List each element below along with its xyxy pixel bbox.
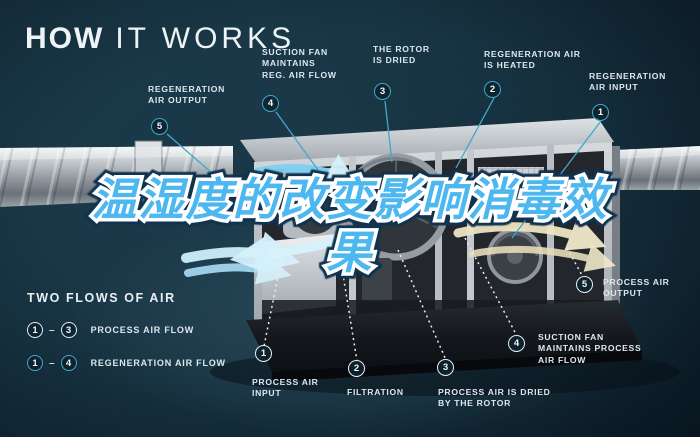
callout-label-suction-process: SUCTION FAN MAINTAINS PROCESS AIR FLOW bbox=[538, 332, 642, 365]
callout-circle-process-dried: 3 bbox=[437, 359, 454, 376]
callout-label-reg-output: REGENERATION AIR OUTPUT bbox=[148, 84, 225, 106]
callout-circle-process-input: 1 bbox=[255, 345, 272, 362]
machine-body bbox=[240, 118, 620, 330]
legend-regeneration-from: 1 bbox=[27, 355, 43, 371]
callout-circle-reg-heated: 2 bbox=[484, 81, 501, 98]
callout-label-process-dried: PROCESS AIR IS DRIED BY THE ROTOR bbox=[438, 387, 551, 409]
callout-circle-reg-input: 1 bbox=[592, 104, 609, 121]
legend-process-to: 3 bbox=[60, 322, 77, 338]
callout-label-filtration: FILTRATION bbox=[347, 387, 404, 397]
legend-dash: – bbox=[49, 324, 55, 336]
callout-label-process-output: PROCESS AIR OUTPUT bbox=[603, 277, 670, 299]
callout-label-rotor-dried: THE ROTOR IS DRIED bbox=[373, 44, 430, 66]
callout-circle-reg-output: 5 bbox=[151, 118, 168, 135]
legend-row-regeneration: 1 – 4 REGENERATION AIR FLOW bbox=[27, 355, 226, 371]
legend-heading: TWO FLOWS OF AIR bbox=[27, 291, 176, 305]
leader-lines-regeneration bbox=[166, 97, 602, 239]
legend-row-process: 1 – 3 PROCESS AIR FLOW bbox=[27, 322, 194, 338]
callout-circle-process-output: 5 bbox=[576, 276, 593, 293]
left-duct bbox=[0, 140, 233, 210]
callout-circle-rotor-dried: 3 bbox=[374, 83, 391, 100]
leader-lines-process bbox=[263, 237, 584, 362]
callout-circle-suction-process: 4 bbox=[508, 335, 525, 352]
callout-circle-filtration: 2 bbox=[348, 360, 365, 377]
legend-process-label: PROCESS AIR FLOW bbox=[90, 325, 195, 335]
title-light: IT WORKS bbox=[115, 22, 296, 55]
title-bold: HOW bbox=[25, 22, 105, 55]
legend-process-from: 1 bbox=[27, 322, 43, 338]
callout-label-reg-heated: REGENERATION AIR IS HEATED bbox=[484, 49, 581, 71]
base-plinth bbox=[246, 300, 642, 382]
legend-dash-2: – bbox=[49, 357, 55, 369]
airflow-arrows bbox=[181, 154, 616, 285]
callout-circle-suction-reg: 4 bbox=[262, 95, 279, 112]
callout-label-suction-reg: SUCTION FAN MAINTAINS REG. AIR FLOW bbox=[262, 47, 337, 80]
legend-regeneration-label: REGENERATION AIR FLOW bbox=[90, 358, 226, 368]
motor bbox=[362, 258, 392, 302]
callout-label-process-input: PROCESS AIR INPUT bbox=[252, 377, 319, 399]
process-fan bbox=[487, 228, 543, 284]
legend-regeneration-to: 4 bbox=[60, 355, 77, 371]
page-title: HOW IT WORKS bbox=[25, 22, 295, 56]
heater bbox=[474, 167, 548, 214]
callout-label-reg-input: REGENERATION AIR INPUT bbox=[589, 71, 666, 93]
